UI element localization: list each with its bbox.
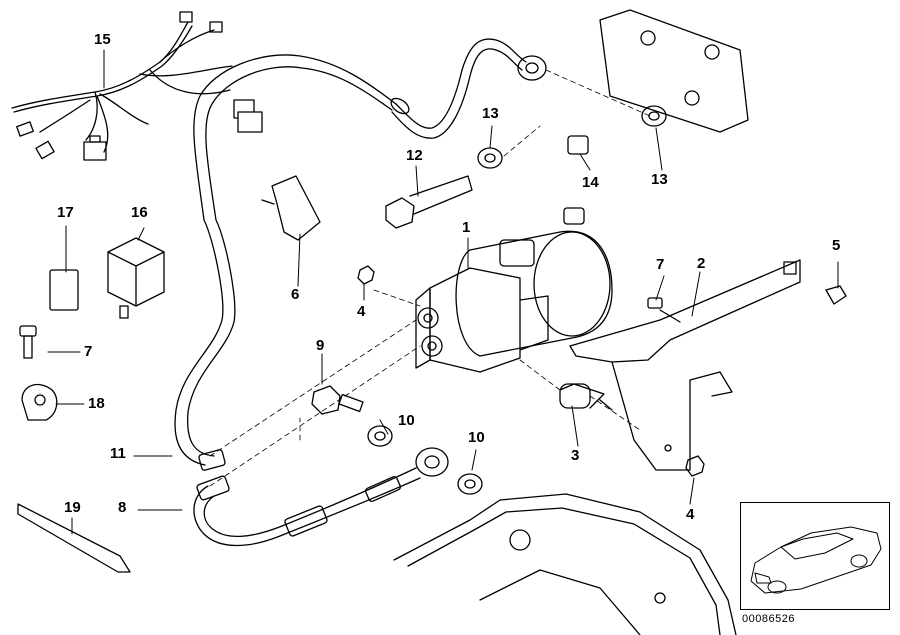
callout-12: 12 [406, 147, 423, 164]
wiring-harness-drawing [11, 11, 263, 161]
callout-1: 1 [462, 219, 471, 236]
callout-7-right: 7 [656, 256, 665, 273]
clip-drawing [825, 285, 847, 305]
callout-17: 17 [57, 204, 74, 221]
car-silhouette-icon [750, 526, 882, 594]
bolt-right-drawing [647, 297, 681, 323]
oil-pan-drawing [393, 493, 737, 635]
callout-10-upper: 10 [398, 412, 415, 429]
callout-14: 14 [582, 174, 599, 191]
callout-9: 9 [316, 337, 325, 354]
washers-10-drawing [367, 425, 483, 495]
hose-line-short [193, 447, 449, 547]
callout-6: 6 [291, 286, 300, 303]
clamp-drawing [21, 383, 58, 421]
rubber-mount-drawing [559, 383, 613, 411]
leader-lines [47, 49, 839, 535]
callout-19: 19 [64, 499, 81, 516]
callout-11: 11 [110, 445, 126, 462]
nut-top-drawing [357, 265, 375, 285]
washers-13-drawing [477, 105, 667, 169]
cable-tie-drawing [17, 503, 131, 573]
callout-4-top: 4 [357, 303, 366, 320]
callout-5: 5 [832, 237, 841, 254]
vehicle-thumbnail [740, 502, 890, 610]
retaining-bracket-drawing [261, 175, 321, 241]
callout-7-left: 7 [84, 343, 93, 360]
bracket-drawing [569, 259, 801, 471]
pump-drawing [415, 207, 613, 373]
callout-2: 2 [697, 255, 706, 272]
callout-13-left: 13 [482, 105, 499, 122]
assembly-dashed-lines [209, 69, 651, 487]
relay-drawing [107, 237, 165, 319]
hose-line-long [174, 38, 547, 471]
callout-15: 15 [94, 31, 111, 48]
callout-16: 16 [131, 204, 148, 221]
valve-block-drawing [599, 9, 749, 133]
bolt-left-drawing [19, 325, 37, 359]
filter-screen-drawing [567, 135, 589, 155]
callout-18: 18 [88, 395, 105, 412]
callout-8: 8 [118, 499, 127, 516]
callout-10-lower: 10 [468, 429, 485, 446]
fuse-drawing [49, 269, 79, 311]
callout-3: 3 [571, 447, 580, 464]
nut-bottom-drawing [685, 455, 705, 477]
callout-4-bottom: 4 [686, 506, 695, 523]
banjo-bolt-drawing [311, 385, 364, 415]
callout-13-right: 13 [651, 171, 668, 188]
reference-number: 00086526 [742, 613, 795, 625]
hollow-bolt-drawing [385, 175, 473, 229]
